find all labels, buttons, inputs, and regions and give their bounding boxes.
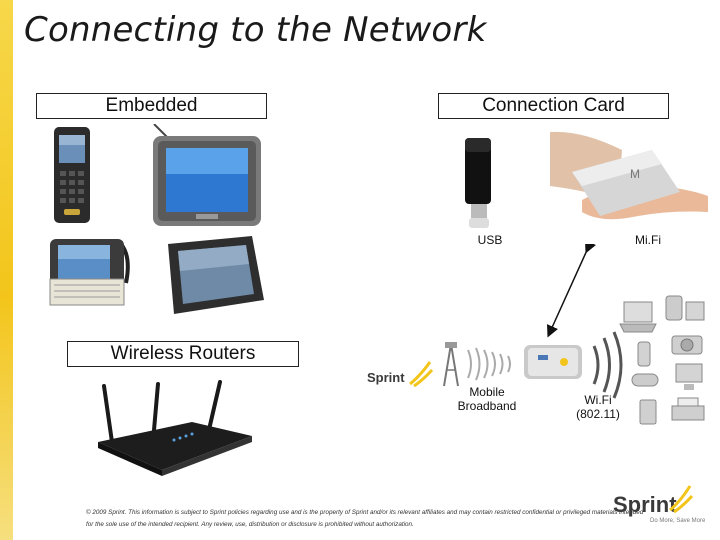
rugged-laptop-image xyxy=(153,124,261,226)
mifi-in-hand-image: M xyxy=(550,131,708,220)
mifi-device-icon xyxy=(524,345,582,379)
sprint-tagline: Do More, Save More xyxy=(650,518,706,524)
rugged-handheld-image xyxy=(54,127,90,223)
wireless-router-image xyxy=(98,380,252,476)
tablet-with-strap-image xyxy=(49,239,130,306)
embedded-label: Embedded xyxy=(36,93,267,119)
wifi-caption: Wi.Fi (802.11) xyxy=(576,393,620,421)
handheld-icon xyxy=(639,399,657,425)
mobile-broadband-caption: Mobile Broadband xyxy=(457,385,517,413)
printer-icon xyxy=(671,397,705,421)
svg-text:M: M xyxy=(630,167,640,181)
usb-modem-image xyxy=(465,138,491,228)
copyright-footer: © 2009 Sprint. This information is subje… xyxy=(86,509,644,528)
camera-icon xyxy=(671,335,703,355)
sprint-wings-icon xyxy=(409,361,434,388)
left-accent-bar xyxy=(0,0,13,540)
phone-fax-icon xyxy=(665,295,705,321)
sprint-logo-small: Sprint xyxy=(367,370,405,385)
signal-waves-left xyxy=(467,347,511,381)
laptop-icon xyxy=(619,301,657,333)
usb-caption: USB xyxy=(477,233,503,247)
connection-card-label: Connection Card xyxy=(438,93,669,119)
rugged-tablet-image xyxy=(168,236,264,314)
sprint-logo-wings-icon xyxy=(669,485,694,514)
page-title: Connecting to the Network xyxy=(24,10,487,50)
wireless-routers-label: Wireless Routers xyxy=(67,341,299,367)
sprint-logo-large: Sprint xyxy=(613,492,677,517)
connection-arrow xyxy=(547,244,596,338)
desktop-computer-icon xyxy=(675,363,703,390)
cell-tower-icon xyxy=(443,342,459,387)
signal-waves-right xyxy=(592,331,623,399)
smartphone-icon xyxy=(637,341,651,367)
mifi-caption: Mi.Fi xyxy=(635,233,661,247)
gaming-device-icon xyxy=(631,373,659,387)
